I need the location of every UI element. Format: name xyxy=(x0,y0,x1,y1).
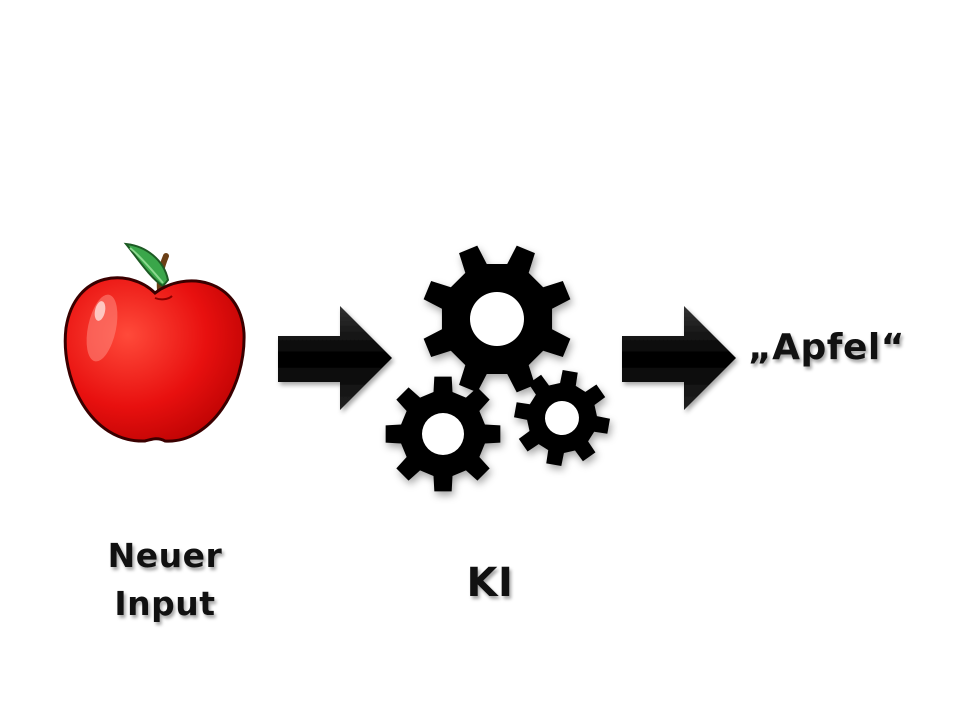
gear-icon xyxy=(514,370,610,466)
input-label-line2: Input xyxy=(114,584,216,623)
gears-icon xyxy=(385,245,610,492)
apple-icon xyxy=(63,242,246,443)
gear-icon xyxy=(385,376,501,492)
arrow-right-icon xyxy=(278,306,392,410)
input-label-line1: Neuer xyxy=(107,536,223,575)
gear-icon xyxy=(423,245,571,393)
arrow-right-icon xyxy=(622,306,736,410)
output-label: „Apfel“ xyxy=(748,327,905,368)
process-label: KI xyxy=(466,560,514,606)
input-label: Neuer Input xyxy=(70,532,260,628)
